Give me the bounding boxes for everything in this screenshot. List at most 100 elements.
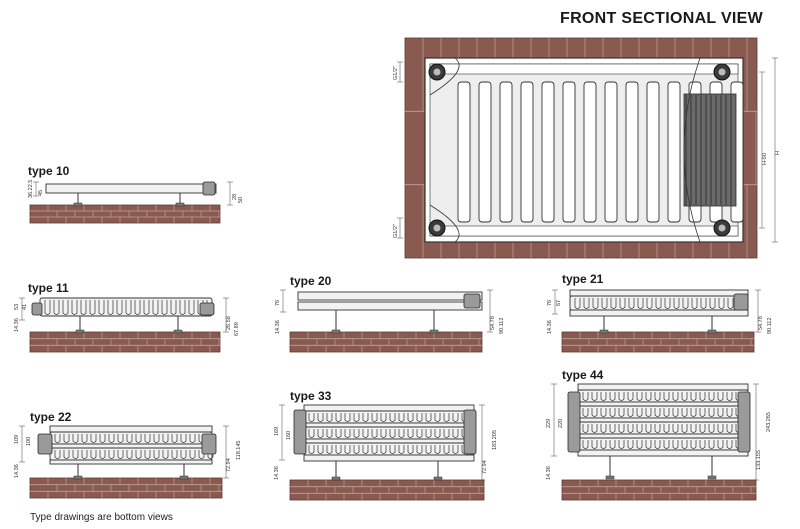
front-fin xyxy=(541,81,555,223)
type11-panel xyxy=(39,297,213,317)
type44-bracket xyxy=(605,456,615,480)
type10-wall xyxy=(29,204,221,224)
type10-dim-a xyxy=(33,181,39,197)
type33-dim-t1: 160 xyxy=(286,431,292,440)
front-fin xyxy=(520,81,534,223)
type11-dim-a xyxy=(19,297,25,321)
type21-bracket xyxy=(707,316,717,334)
type44-dim-t1: 220 xyxy=(558,419,564,428)
front-fin xyxy=(499,81,513,223)
type21-wall xyxy=(561,331,755,353)
front-h-label: H xyxy=(775,151,781,155)
type20-radiator xyxy=(297,291,483,311)
type33-dim-a xyxy=(279,404,285,461)
type22-fins-bottom xyxy=(49,447,214,461)
front-fin xyxy=(625,81,639,223)
type33-plug-right xyxy=(463,409,477,455)
front-fin xyxy=(583,81,597,223)
type33-plug-left xyxy=(293,409,307,455)
type11-bracket xyxy=(173,316,183,334)
type22-dim-t0: 109 xyxy=(14,435,20,444)
type11-wall xyxy=(29,331,221,353)
type44-fins-4 xyxy=(577,437,749,451)
type-33-label: type 33 xyxy=(290,389,332,403)
type21-dim-t2: 14.36 xyxy=(547,320,553,334)
type21-plug xyxy=(733,293,749,311)
type22-dim-t1: 100 xyxy=(26,437,32,446)
front-h50 xyxy=(759,71,765,229)
type20-plug xyxy=(463,293,481,309)
type33-dim-t0: 169 xyxy=(274,427,280,436)
type20-wall xyxy=(289,331,483,353)
type11-dim-t2: 41 xyxy=(22,304,28,310)
type33-dim-t3: 72.94 xyxy=(482,460,488,474)
type-10-label: type 10 xyxy=(28,164,70,178)
type22-dim-b xyxy=(223,425,229,479)
type44-dim-b xyxy=(753,383,759,481)
type33-fins-1 xyxy=(303,410,475,424)
footnote: Type drawings are bottom views xyxy=(30,512,173,523)
type11-plug-left xyxy=(31,302,43,316)
type44-bracket xyxy=(707,456,717,480)
type44-dim-t0: 229 xyxy=(546,419,552,428)
type44-plug-left xyxy=(567,391,581,453)
type33-bracket xyxy=(331,461,341,481)
type44-fins-3 xyxy=(577,421,749,435)
type44-wall xyxy=(561,479,757,501)
type11-dim-t0: 53 xyxy=(14,304,20,310)
type-20-label: type 20 xyxy=(290,274,332,288)
type20-dim-t2: 54.78 xyxy=(490,316,496,330)
type22-plug-right xyxy=(201,433,217,455)
type10-plug xyxy=(202,181,216,196)
type44-plug-right xyxy=(737,391,751,453)
type21-radiator xyxy=(569,289,749,317)
type20-dim-a xyxy=(280,289,286,313)
type20-bracket xyxy=(331,310,341,334)
front-h xyxy=(772,57,778,243)
type33-dim-b xyxy=(479,404,485,481)
type21-dim-a xyxy=(552,289,558,315)
front-fin xyxy=(604,81,618,223)
type21-dim-t0: 76 xyxy=(547,300,553,306)
front-fin xyxy=(457,81,471,223)
type22-fins-top xyxy=(49,431,214,445)
front-fin xyxy=(646,81,660,223)
type22-dim-t2: 14.36 xyxy=(14,464,20,478)
front-g-top-label: G1/2" xyxy=(393,66,399,80)
front-h50-label: H-50 xyxy=(762,153,768,165)
type10-bracket xyxy=(73,193,83,207)
type-22-label: type 22 xyxy=(30,410,72,424)
type33-wall xyxy=(289,479,485,501)
type10-radiator xyxy=(45,183,217,194)
type22-bracket xyxy=(73,464,83,480)
type44-fins-2 xyxy=(577,405,749,419)
type33-radiator xyxy=(303,404,475,462)
type33-dim-t2: 14.36 xyxy=(274,466,280,480)
type44-dim-a xyxy=(551,383,557,457)
type21-dim-t1: 67 xyxy=(556,300,562,306)
front-g-bottom-label: G1/2" xyxy=(393,224,399,238)
type11-dim-t1: 14.36 xyxy=(14,318,20,332)
type44-dim-t3: 133.155 xyxy=(756,450,762,470)
front-g-bottom xyxy=(397,217,403,239)
type33-fins-3 xyxy=(303,442,475,456)
type21-dim-t4: 90.112 xyxy=(767,318,773,334)
type22-dim-t4: 118.145 xyxy=(236,441,242,460)
front-radiator xyxy=(424,57,744,243)
type22-radiator xyxy=(49,425,214,465)
front-fin xyxy=(562,81,576,223)
type20-dim-t1: 14.36 xyxy=(275,320,281,334)
type22-plug-left xyxy=(37,433,53,455)
type33-bracket xyxy=(433,461,443,481)
type44-fins-1 xyxy=(577,389,749,403)
front-fin xyxy=(478,81,492,223)
type21-bracket xyxy=(599,316,609,334)
type11-dim-t4: 67.89 xyxy=(234,322,240,336)
type10-dim-text3: 28 xyxy=(232,194,238,200)
type10-dim-text4: 50 xyxy=(238,197,244,203)
type44-radiator xyxy=(577,383,749,457)
type11-bracket xyxy=(75,316,85,334)
type22-bracket xyxy=(179,464,189,480)
type20-dim-t0: 76 xyxy=(275,300,281,306)
